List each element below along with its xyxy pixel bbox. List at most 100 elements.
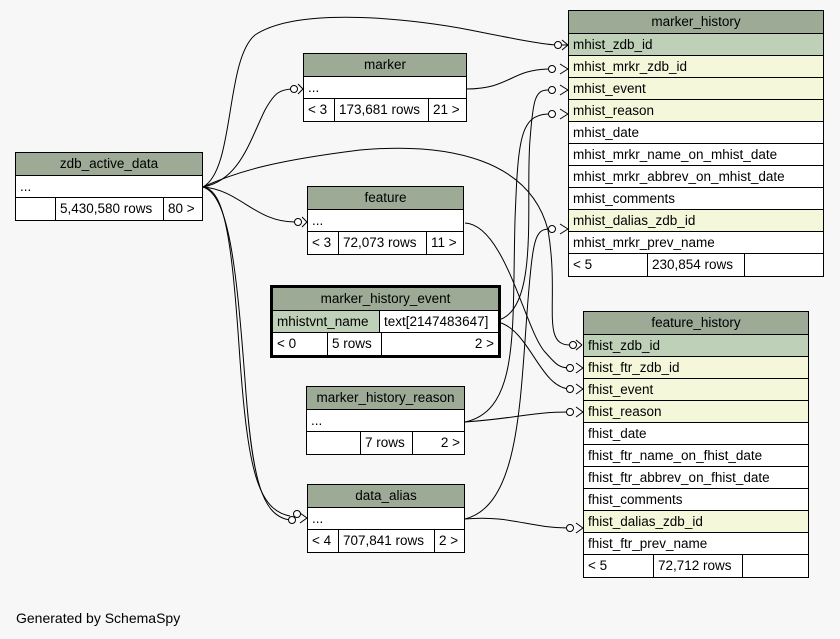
column-row: mhist_zdb_id	[569, 34, 823, 56]
table-title[interactable]: feature	[308, 187, 463, 210]
parents-count: < 4	[308, 530, 339, 552]
optional-circle-icon	[294, 218, 302, 226]
parents-count: < 5	[584, 555, 654, 577]
table-footer: < 3 72,073 rows 11 >	[308, 232, 463, 254]
edge-zdb-to-data-alias-2	[202, 186, 291, 521]
crow-foot-icon	[559, 84, 569, 96]
optional-circle-icon	[566, 524, 574, 532]
column-row: fhist_date	[584, 423, 808, 445]
parents-count: < 5	[569, 254, 648, 276]
parents-count	[307, 432, 361, 454]
table-title[interactable]: feature_history	[584, 312, 808, 335]
column-row: mhist_mrkr_name_on_mhist_date	[569, 144, 823, 166]
column-row: fhist_ftr_name_on_fhist_date	[584, 445, 808, 467]
row-count: 5,430,580 rows	[56, 198, 164, 220]
parents-count: < 0	[273, 333, 328, 355]
column-row: mhist_event	[569, 78, 823, 100]
row-count: 72,073 rows	[339, 232, 427, 254]
row-count: 5 rows	[328, 333, 382, 355]
table-marker[interactable]: marker ... < 3 173,681 rows 21 >	[303, 53, 467, 122]
row-count: 72,712 rows	[654, 555, 743, 577]
optional-circle-icon	[569, 341, 577, 349]
table-footer: 7 rows 2 >	[307, 432, 464, 454]
crow-foot-icon	[559, 63, 569, 75]
edge-zdb-to-feature	[202, 186, 296, 223]
optional-circle-icon	[566, 364, 574, 372]
crow-foot-icon	[575, 339, 583, 351]
column-row: fhist_zdb_id	[584, 335, 808, 357]
crow-foot-icon	[559, 108, 569, 120]
optional-circle-icon	[548, 65, 556, 73]
edge-zdb-to-marker	[202, 88, 292, 188]
table-marker-history[interactable]: marker_history mhist_zdb_id mhist_mrkr_z…	[568, 10, 824, 277]
table-feature-history[interactable]: feature_history fhist_zdb_id fhist_ftr_z…	[583, 311, 809, 578]
table-marker-history-reason[interactable]: marker_history_reason ... 7 rows 2 >	[306, 386, 465, 455]
children-count: 21 >	[433, 102, 460, 117]
edge-mhe-to-mhist-event	[497, 89, 549, 321]
crow-foot-icon	[575, 362, 584, 374]
crow-foot-icon	[299, 512, 308, 524]
edge-marker-to-mhist-mrkr	[465, 68, 549, 90]
parents-count: < 3	[304, 99, 335, 121]
optional-circle-icon	[288, 516, 296, 524]
optional-circle-icon	[290, 85, 298, 93]
table-data-alias[interactable]: data_alias ... < 4 707,841 rows 2 >	[307, 484, 465, 553]
table-footer: 5,430,580 rows 80 >	[16, 198, 202, 220]
table-feature[interactable]: feature ... < 3 72,073 rows 11 >	[307, 186, 464, 255]
column-row: mhist_reason	[569, 100, 823, 122]
table-title[interactable]: marker_history_event	[273, 288, 498, 311]
edge-da-to-fhist-dalias	[464, 517, 569, 529]
column-row: ...	[308, 210, 463, 232]
row-count: 173,681 rows	[335, 99, 429, 121]
row-count: 230,854 rows	[648, 254, 745, 276]
column-name: mhistvnt_name	[273, 311, 380, 332]
column-row: ...	[304, 77, 466, 99]
edge-mhe-to-fhist-event	[497, 321, 571, 390]
table-title[interactable]: data_alias	[308, 485, 464, 508]
table-title[interactable]: zdb_active_data	[16, 153, 202, 176]
column-row: mhist_date	[569, 122, 823, 144]
table-title[interactable]: marker_history_reason	[307, 387, 464, 410]
crow-foot-icon	[575, 383, 584, 395]
children-count: 11 >	[431, 235, 457, 250]
crow-foot-icon	[559, 223, 569, 235]
optional-circle-icon	[566, 408, 574, 416]
optional-circle-icon	[548, 86, 556, 94]
table-zdb-active-data[interactable]: zdb_active_data ... 5,430,580 rows 80 >	[15, 152, 203, 221]
edge-mhr-to-mhist-reason	[464, 113, 549, 423]
column-row: fhist_reason	[584, 401, 808, 423]
edge-zdb-to-data-alias-1	[202, 186, 291, 517]
row-count: 7 rows	[361, 432, 413, 454]
column-type: text[2147483647]	[380, 311, 498, 332]
edge-feature-to-fhist-ftr	[464, 222, 571, 369]
column-row: mhist_mrkr_prev_name	[569, 232, 823, 254]
column-row: mhist_mrkr_zdb_id	[569, 56, 823, 78]
children-count	[745, 254, 823, 276]
table-footer: < 0 5 rows 2 >	[273, 333, 498, 355]
edge-zdb-to-mhist-zdb-id	[202, 16, 557, 188]
table-footer: < 3 173,681 rows 21 >	[304, 99, 466, 121]
row-count: 707,841 rows	[339, 530, 435, 552]
column-row: fhist_ftr_prev_name	[584, 533, 808, 555]
table-marker-history-event[interactable]: marker_history_event mhistvnt_name text[…	[270, 285, 501, 358]
table-title[interactable]: marker_history	[569, 11, 823, 34]
table-footer: < 5 230,854 rows	[569, 254, 823, 276]
table-title[interactable]: marker	[304, 54, 466, 77]
children-count: 80 >	[168, 201, 195, 216]
column-row: fhist_ftr_abbrev_on_fhist_date	[584, 467, 808, 489]
column-row: mhist_dalias_zdb_id	[569, 210, 823, 232]
optional-circle-icon	[554, 41, 562, 49]
column-row: fhist_dalias_zdb_id	[584, 511, 808, 533]
children-count: 2 >	[440, 435, 460, 450]
column-row: fhist_event	[584, 379, 808, 401]
parents-count	[16, 198, 56, 220]
generated-by-label: Generated by SchemaSpy	[16, 610, 181, 626]
crow-foot-icon	[575, 522, 584, 534]
crow-foot-icon	[297, 83, 304, 95]
table-footer: < 5 72,712 rows	[584, 555, 808, 577]
column-row: mhist_comments	[569, 188, 823, 210]
parents-count: < 3	[308, 232, 339, 254]
optional-circle-icon	[293, 510, 301, 518]
table-footer: < 4 707,841 rows 2 >	[308, 530, 464, 552]
